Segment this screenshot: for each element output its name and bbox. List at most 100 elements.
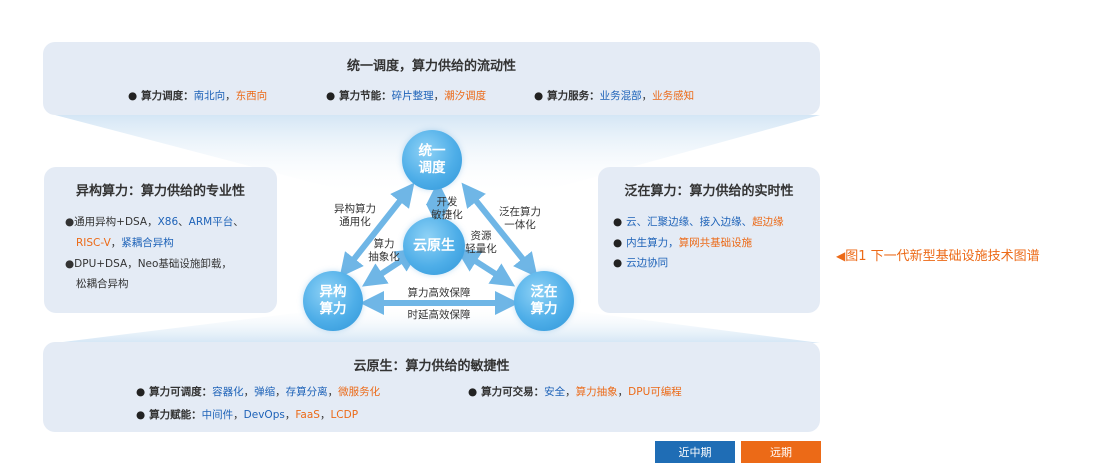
circle-heterogeneous-compute: 异构算力: [303, 271, 363, 331]
arrow-label-center-right: 资源轻量化: [459, 230, 503, 256]
item-part: DPU可编程: [628, 386, 682, 398]
left-line-2-a: RISC-V: [76, 237, 111, 249]
arrow-label-right: 泛在算力一体化: [494, 206, 546, 232]
arrow-label-bottom-top: 算力高效保障: [407, 287, 471, 299]
circle-left-line2: 算力: [319, 301, 347, 317]
arrow-label-center-left-1: 算力: [373, 238, 395, 250]
top-item-1: ●算力调度：南北向，东西向: [128, 88, 267, 103]
item-part: 东西向: [235, 90, 268, 102]
bottom-beam: [55, 305, 820, 343]
circle-top-line2: 调度: [418, 160, 446, 176]
item-part: ，: [617, 386, 629, 398]
right-line-3: ●云边协同: [613, 255, 668, 270]
bottom-item-2: ●算力可交易：安全，算力抽象，DPU可编程: [468, 384, 682, 399]
triangle-left-icon: ◀: [836, 249, 846, 263]
bottom-panel-title: 云原生：算力供给的敏捷性: [353, 359, 510, 374]
item-part: 中间件: [201, 409, 234, 421]
item-part: 业务混部: [599, 90, 642, 102]
top-item-3: ●算力服务：业务混部，业务感知: [534, 88, 694, 103]
item-part: ，: [319, 409, 331, 421]
arrow-center-left: [361, 248, 421, 287]
arrow-center-right: [455, 248, 516, 287]
right-line-1-a: 云、汇聚边缘、接入边缘、: [626, 216, 753, 228]
figure-caption: ◀图1 下一代新型基础设施技术图谱: [836, 245, 1040, 264]
legend-near-label: 近中期: [678, 446, 712, 459]
arrow-label-left: 异构算力通用化: [330, 203, 380, 229]
legend-near-term: 近中期: [655, 441, 735, 463]
bullet-icon: ●: [613, 257, 623, 269]
top-panel-title: 统一调度，算力供给的流动性: [346, 59, 516, 74]
arrow-label-right-2: 一体化: [504, 219, 536, 231]
left-line-2-sep: ，: [110, 237, 122, 249]
bullet-icon: ●: [128, 90, 138, 102]
bullet-icon: ●: [468, 386, 478, 398]
item-part: 存算分离: [285, 386, 328, 398]
item-label: 算力调度：: [141, 90, 194, 102]
arrow-top-right: [461, 182, 538, 278]
item-part: ，: [275, 386, 286, 398]
caption-text: 图1 下一代新型基础设施技术图谱: [845, 249, 1040, 264]
arrow-label-center-left-2: 抽象化: [368, 251, 400, 263]
legend-long-term: 远期: [741, 441, 821, 463]
legend-far-label: 远期: [770, 446, 792, 459]
circle-ubiquitous-compute: 泛在算力: [514, 271, 574, 331]
arrow-label-top: 开发敏捷化: [425, 196, 469, 222]
left-line-1-sep: 、: [178, 216, 189, 228]
item-part: ，: [433, 90, 445, 102]
left-line-4: 松耦合异构: [76, 278, 129, 290]
circle-center-label: 云原生: [413, 237, 455, 254]
item-part: ，: [233, 409, 244, 421]
item-label: 算力可调度：: [149, 386, 213, 398]
item-label: 算力服务：: [547, 90, 600, 102]
right-panel-title: 泛在算力：算力供给的实时性: [624, 184, 794, 199]
item-part: FaaS: [295, 409, 320, 421]
left-line-2: RISC-V，紧耦合异构: [76, 235, 174, 250]
bullet-icon: ●: [613, 216, 623, 228]
circle-top-line1: 统一: [418, 143, 446, 159]
item-part: ，: [284, 409, 296, 421]
item-part: ，: [641, 90, 653, 102]
bullet-icon: ●: [326, 90, 336, 102]
item-part: ，: [565, 386, 576, 398]
circle-right-line2: 算力: [530, 301, 558, 317]
item-part: 算力抽象: [575, 386, 618, 398]
circle-left-line1: 异构: [319, 284, 347, 300]
item-part: 潮汐调度: [444, 90, 487, 102]
arrow-label-center-right-1: 资源: [470, 230, 492, 242]
circle-cloud-native: 云原生: [403, 217, 465, 275]
left-line-2-b: 紧耦合异构: [121, 237, 174, 249]
arrow-label-left-2: 通用化: [339, 216, 371, 228]
right-line-1: ●云、汇聚边缘、接入边缘、超边缘: [613, 214, 784, 229]
item-label: 算力节能：: [339, 90, 392, 102]
right-line-1-b: 超边缘: [752, 216, 784, 228]
right-panel: 泛在算力：算力供给的实时性 ●云、汇聚边缘、接入边缘、超边缘 ●内生算力，算网共…: [598, 167, 820, 313]
left-line-1-prefix: ●通用异构+DSA，: [65, 216, 158, 228]
right-line-2-a: 内生算力，: [626, 237, 679, 249]
left-line-1-b: ARM平台: [188, 216, 234, 228]
item-part: ，: [243, 386, 255, 398]
bullet-icon: ●: [534, 90, 544, 102]
arrow-label-top-2: 敏捷化: [431, 209, 463, 221]
left-line-1-c: 、: [233, 216, 244, 228]
arrow-label-right-1: 泛在算力: [499, 206, 541, 218]
arrow-label-top-1: 开发: [436, 196, 458, 208]
top-item-2: ●算力节能：碎片整理，潮汐调度: [326, 88, 486, 103]
bottom-panel: 云原生：算力供给的敏捷性 ●算力可调度：容器化，弹缩，存算分离，微服务化 ●算力…: [43, 342, 820, 432]
bullet-icon: ●: [136, 409, 146, 421]
item-part: ，: [327, 386, 339, 398]
right-line-2-b: 算网共基础设施: [678, 237, 753, 249]
circle-unified-scheduling: 统一调度: [402, 130, 462, 190]
item-part: 业务感知: [652, 90, 695, 102]
item-part: 南北向: [193, 90, 226, 102]
item-part: 容器化: [212, 386, 244, 398]
bottom-item-1: ●算力可调度：容器化，弹缩，存算分离，微服务化: [136, 384, 380, 399]
circle-right-line1: 泛在: [530, 284, 558, 300]
left-panel-title: 异构算力：算力供给的专业性: [75, 184, 245, 199]
item-label: 算力可交易：: [481, 386, 545, 398]
item-part: 弹缩: [254, 386, 276, 398]
item-part: LCDP: [330, 409, 359, 421]
right-line-3-a: 云边协同: [626, 257, 669, 269]
item-part: DevOps: [243, 409, 285, 421]
item-part: 安全: [544, 386, 566, 398]
arrow-label-center-right-2: 轻量化: [465, 243, 497, 255]
